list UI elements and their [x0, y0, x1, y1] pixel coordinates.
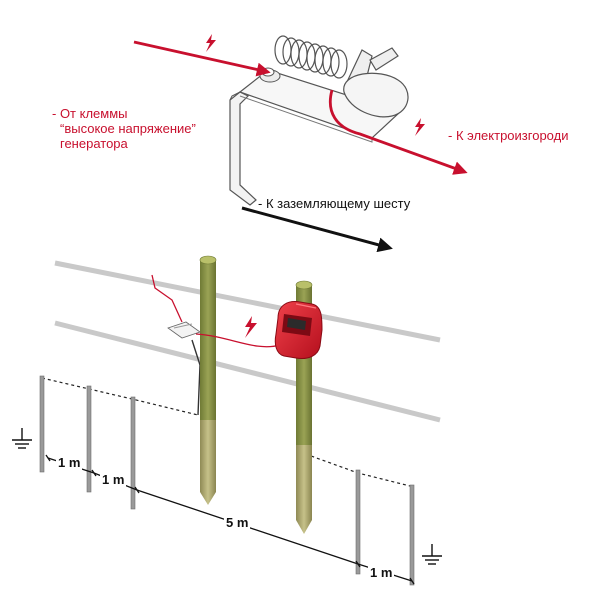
dimension-label-left-1: 1 m: [56, 455, 83, 470]
ground-symbol-icon: [12, 428, 32, 449]
lightning-bolt-icon: [206, 34, 216, 52]
connector-detail: [229, 35, 409, 206]
spring-coil: [274, 35, 348, 79]
ground-rods-right: [355, 469, 415, 586]
ground-wire: [241, 206, 393, 253]
fence-wires: [54, 260, 441, 423]
dimension-label-left-2: 1 m: [100, 472, 127, 487]
generator-terminal-line3: генератора: [60, 136, 128, 151]
dimension-label-right: 1 m: [368, 565, 395, 580]
wooden-post-left: [199, 255, 217, 505]
generator-terminal-line2: “высокое напряжение”: [60, 121, 196, 136]
hot-wire-from-generator: [133, 40, 271, 77]
wire-connector: [167, 321, 201, 339]
ground-cable-dashed: [41, 377, 199, 416]
energizer-unit: [274, 301, 323, 359]
to-ground-rod-label: - К заземляющему шесту: [258, 196, 411, 211]
hot-wire-to-fence: [328, 89, 468, 175]
generator-terminal-label: - От клеммы “высокое напряжение” генерат…: [52, 106, 196, 151]
ground-rods-left: [39, 375, 136, 510]
ground-symbol-icon: [422, 544, 442, 565]
dimension-label-center: 5 m: [224, 515, 251, 530]
lightning-bolt-icon: [245, 316, 257, 338]
hot-wire-energizer-lead: [195, 333, 281, 348]
generator-terminal-line1: - От клеммы: [52, 106, 128, 121]
lightning-bolt-icon: [415, 118, 425, 136]
to-fence-label: - К электроизгороди: [448, 128, 569, 143]
hot-wire-fence-lead: [151, 274, 183, 323]
